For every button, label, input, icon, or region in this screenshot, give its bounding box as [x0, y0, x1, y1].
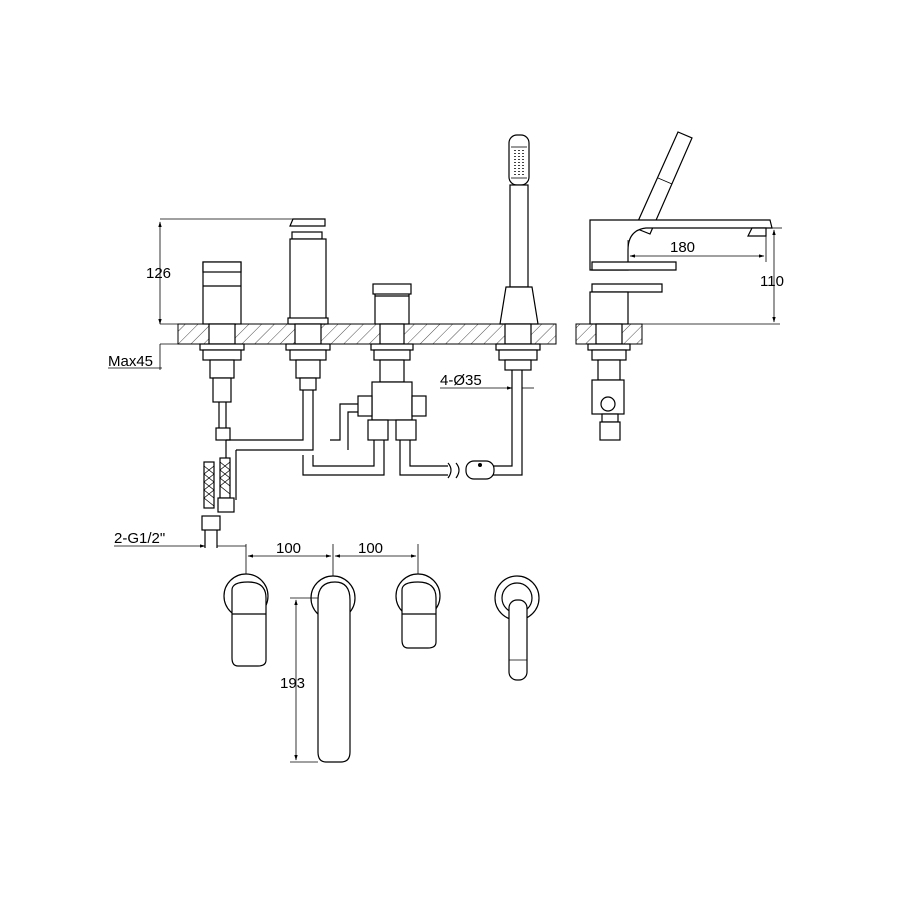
hose-weight: [447, 460, 495, 480]
top-view-right-handle: [395, 573, 441, 649]
left-valve: [199, 261, 245, 441]
handshower-deck: [495, 134, 541, 371]
diverter-valve: [357, 283, 427, 441]
dim-spacing-left-label: 100: [276, 540, 301, 557]
dim-spacing: 100 100: [245, 540, 419, 576]
shower-nozzles: [514, 150, 524, 175]
dim-hole-label: 4-Ø35: [440, 372, 482, 389]
dim-193: 193: [280, 597, 318, 763]
top-view-left-handle: [223, 573, 269, 667]
dim-126: 126: [146, 218, 325, 325]
dim-spacing-right-label: 100: [358, 540, 383, 557]
top-view-spout: [310, 575, 356, 763]
dim-max45: Max45: [108, 344, 162, 370]
dim-110-label: 110: [760, 273, 784, 290]
dim-180-label: 180: [670, 239, 695, 256]
dim-193-label: 193: [280, 675, 305, 692]
dim-180: 180: [627, 236, 767, 262]
flexible-hoses: [201, 457, 235, 548]
dim-max45-label: Max45: [108, 353, 153, 370]
spout: [285, 218, 331, 391]
deck-slab: [160, 323, 557, 345]
dim-connection: 2-G1/2": [114, 530, 246, 548]
dim-hole: 4-Ø35: [440, 370, 534, 394]
top-view-handshower: [494, 575, 540, 681]
dim-connection-label: 2-G1/2": [114, 530, 165, 547]
supply-pipes: [225, 370, 523, 500]
side-view-mixer: [587, 131, 773, 441]
dim-110: 110: [760, 227, 784, 323]
dim-126-label: 126: [146, 265, 171, 282]
